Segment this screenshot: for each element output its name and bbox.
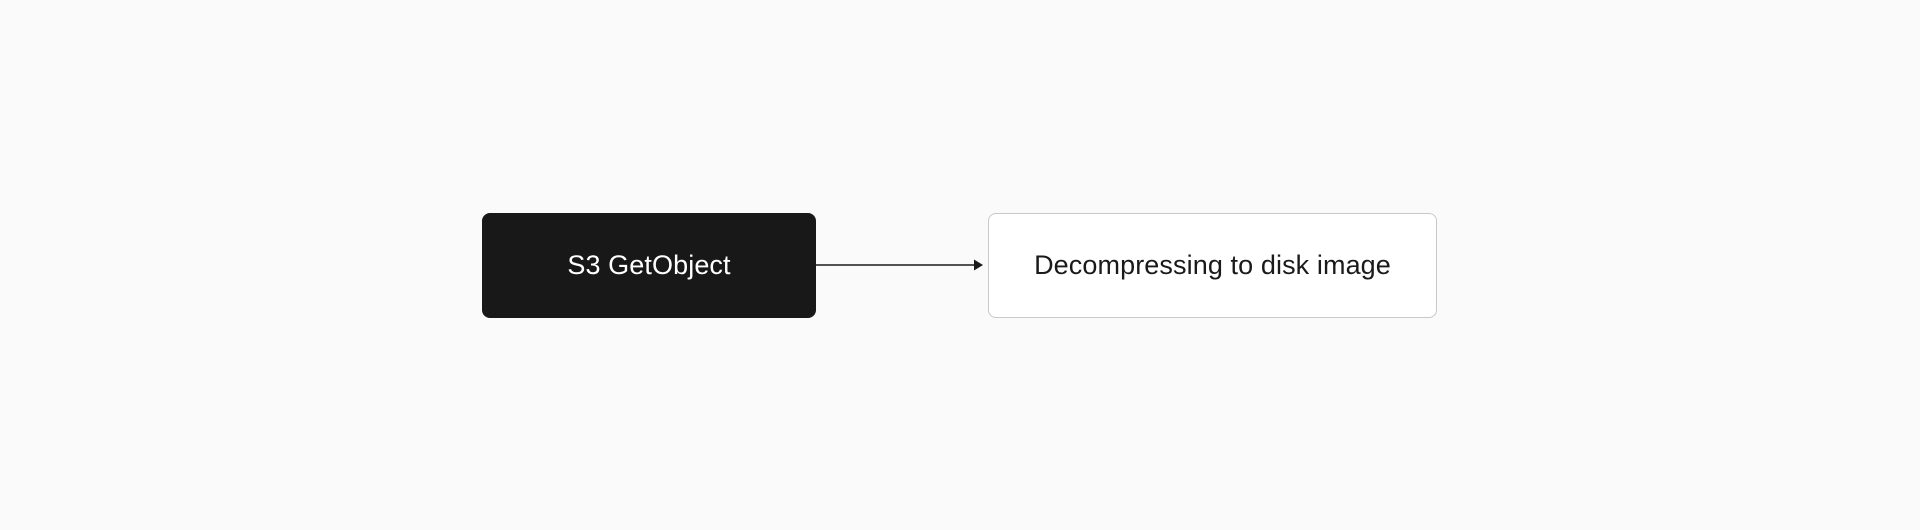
arrowhead-icon [974,259,983,271]
decompress-node: Decompressing to disk image [988,213,1437,318]
decompress-label: Decompressing to disk image [1034,250,1391,280]
flow-arrow [816,259,983,271]
s3-getobject-node: S3 GetObject [482,213,816,318]
s3-getobject-label: S3 GetObject [567,250,731,280]
